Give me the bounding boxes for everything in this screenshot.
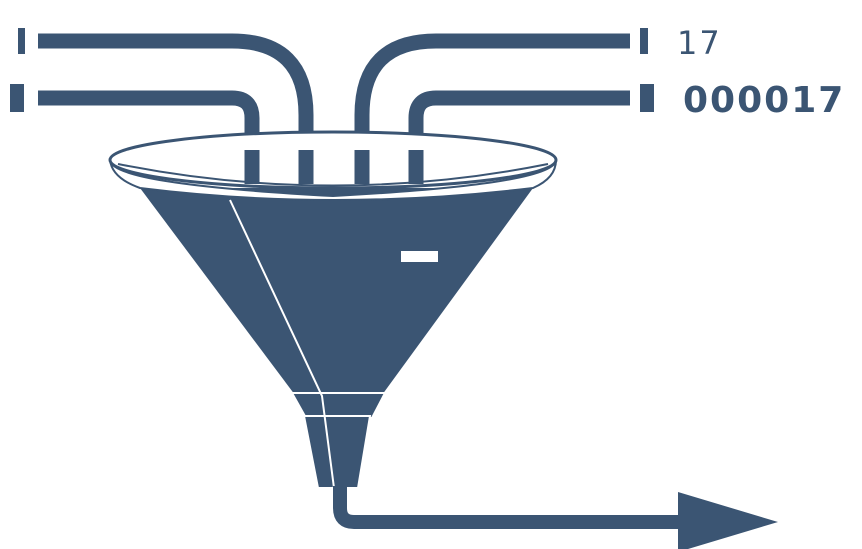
funnel-highlight-line [229, 199, 335, 489]
output-pipe [333, 486, 680, 529]
output [333, 486, 778, 549]
right-input-marker-second [640, 84, 654, 112]
funnel-rim-front [109, 159, 557, 201]
pipe-left-outer-mouth [298, 150, 314, 184]
pipe-left-inner-mouth [244, 150, 260, 184]
funnel-collar [290, 392, 387, 419]
label-top-right: 17 [677, 24, 722, 62]
funnel-rim [108, 130, 558, 201]
funnel-cone [140, 188, 533, 395]
right-input-marker-top [640, 28, 648, 54]
label-second-right: 000017 [683, 80, 845, 121]
funnel-rim-inner-edge [117, 163, 549, 187]
pipe-left-inner [38, 90, 260, 180]
funnel-rim-outer [108, 130, 558, 190]
funnel-label-slot [401, 251, 438, 262]
funnel-icon [140, 188, 533, 489]
pipe-right-outer [354, 33, 630, 180]
pipe-right-inner [408, 90, 630, 180]
left-input-marker-second [10, 84, 24, 112]
pipe-left-outer [38, 33, 314, 180]
funnel-spout [302, 415, 372, 489]
left-input-marker-top [18, 28, 25, 54]
pipe-right-outer-mouth [354, 150, 370, 184]
arrow-right-icon [678, 492, 778, 549]
pipe-right-inner-mouth [408, 150, 424, 184]
input-pipes [38, 33, 630, 180]
